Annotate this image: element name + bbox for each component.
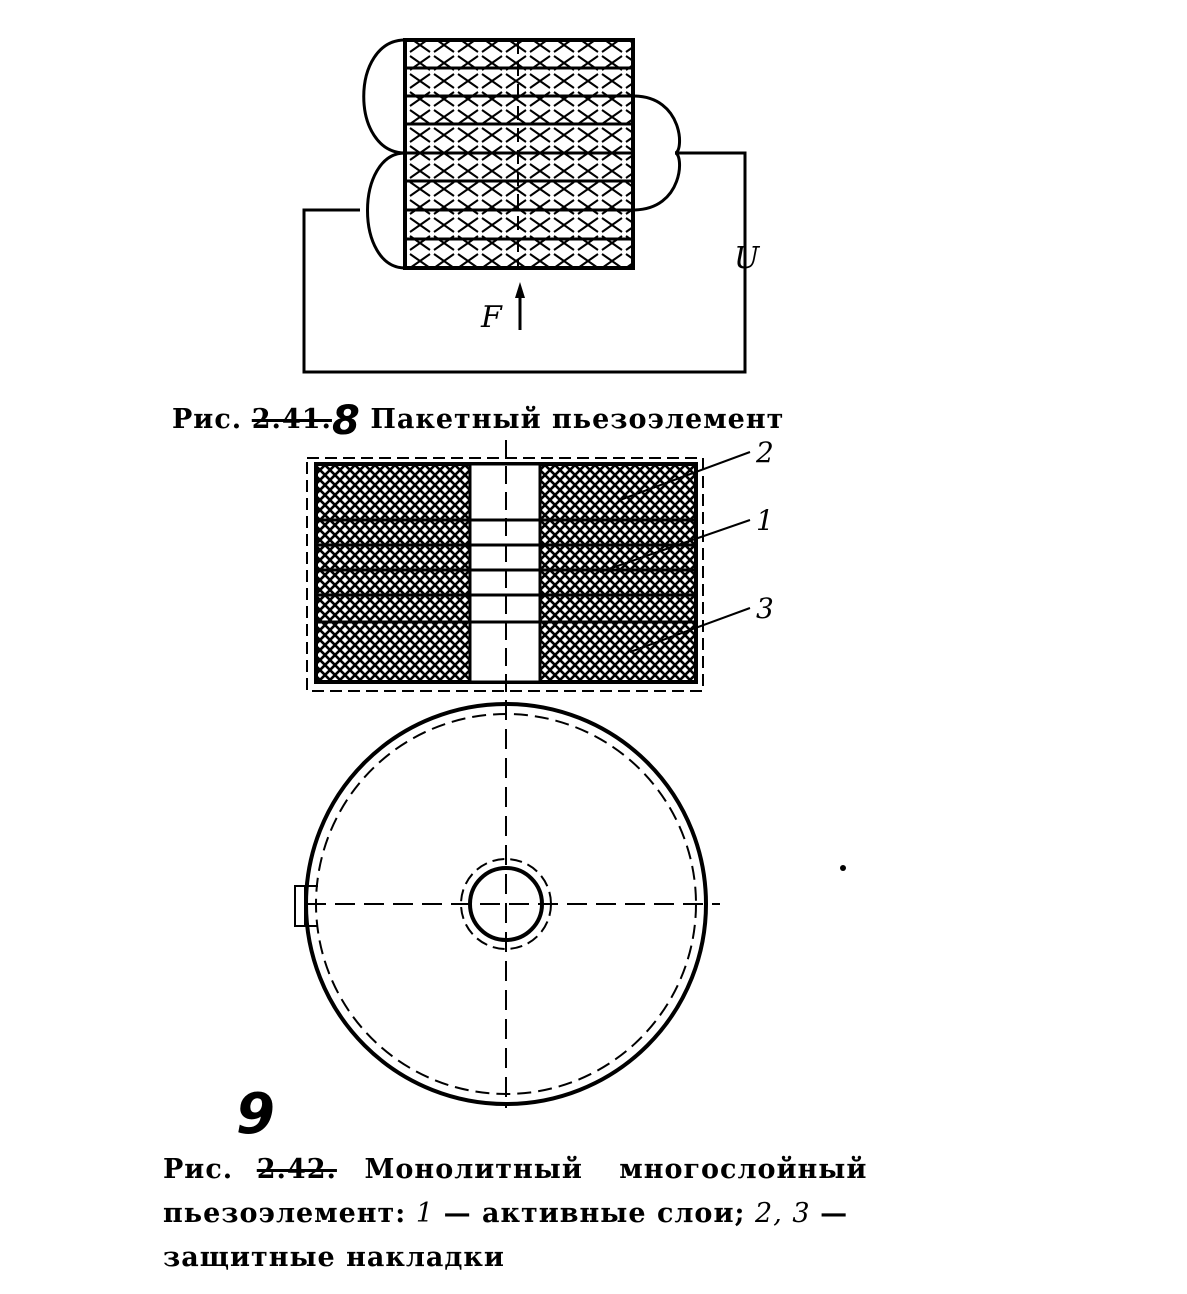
- caption-9-item-23-number: 2, 3: [755, 1198, 811, 1229]
- caption-8-title: Пакетный пьезоэлемент: [370, 404, 785, 435]
- force-label: F: [480, 300, 503, 335]
- leader-2: [619, 451, 751, 501]
- caption-9-line-1: Рис. 2.42. Монолитный многослойный: [163, 1148, 867, 1192]
- callout-1: 1: [756, 504, 774, 537]
- callout-2: 2: [755, 436, 774, 469]
- voltage-label: U: [734, 241, 761, 276]
- callout-3: 3: [756, 592, 774, 625]
- terminal-tab: [294, 885, 318, 927]
- external-circuit: [302, 151, 747, 374]
- handwritten-number-9: 9: [236, 1082, 275, 1147]
- caption-9-item-1-number: 1: [415, 1198, 435, 1229]
- caption-9-line-3-text: защитные накладки: [163, 1242, 505, 1273]
- caption-9-item-1-text: — активные слои;: [443, 1198, 746, 1229]
- caption-9-dash: —: [820, 1198, 849, 1229]
- caption-9-line-1-text: Монолитный многослойный: [364, 1154, 868, 1185]
- caption-9-line-3: защитные накладки: [163, 1236, 867, 1280]
- caption-fig-8: Рис. 2.41.8 Пакетный пьезоэлемент: [172, 392, 785, 444]
- leader-3: [629, 607, 751, 653]
- caption-9-line-2-start: пьезоэлемент:: [163, 1198, 407, 1229]
- force-arrowhead: [515, 282, 525, 298]
- monolithic-plan-view: [294, 700, 846, 1108]
- packet-piezo-element: U F: [302, 38, 761, 374]
- right-connector: [632, 94, 682, 212]
- leader-1: [599, 519, 751, 573]
- left-connector-upper: [362, 38, 406, 155]
- caption-8-struck-number: 2.41.: [251, 404, 332, 435]
- stray-dot: [840, 865, 846, 871]
- left-connector-lower: [366, 151, 406, 270]
- caption-9-prefix: Рис.: [163, 1154, 234, 1185]
- caption-8-prefix: Рис.: [172, 404, 243, 435]
- caption-9-line-2: пьезоэлемент: 1 — активные слои; 2, 3 —: [163, 1192, 867, 1236]
- caption-9-struck-number: 2.42.: [256, 1154, 337, 1185]
- monolithic-section-view: 2 1 3: [306, 436, 774, 705]
- caption-fig-9: Рис. 2.42. Монолитный многослойный пьезо…: [163, 1148, 867, 1280]
- caption-8-handwritten-number: 8: [331, 398, 361, 444]
